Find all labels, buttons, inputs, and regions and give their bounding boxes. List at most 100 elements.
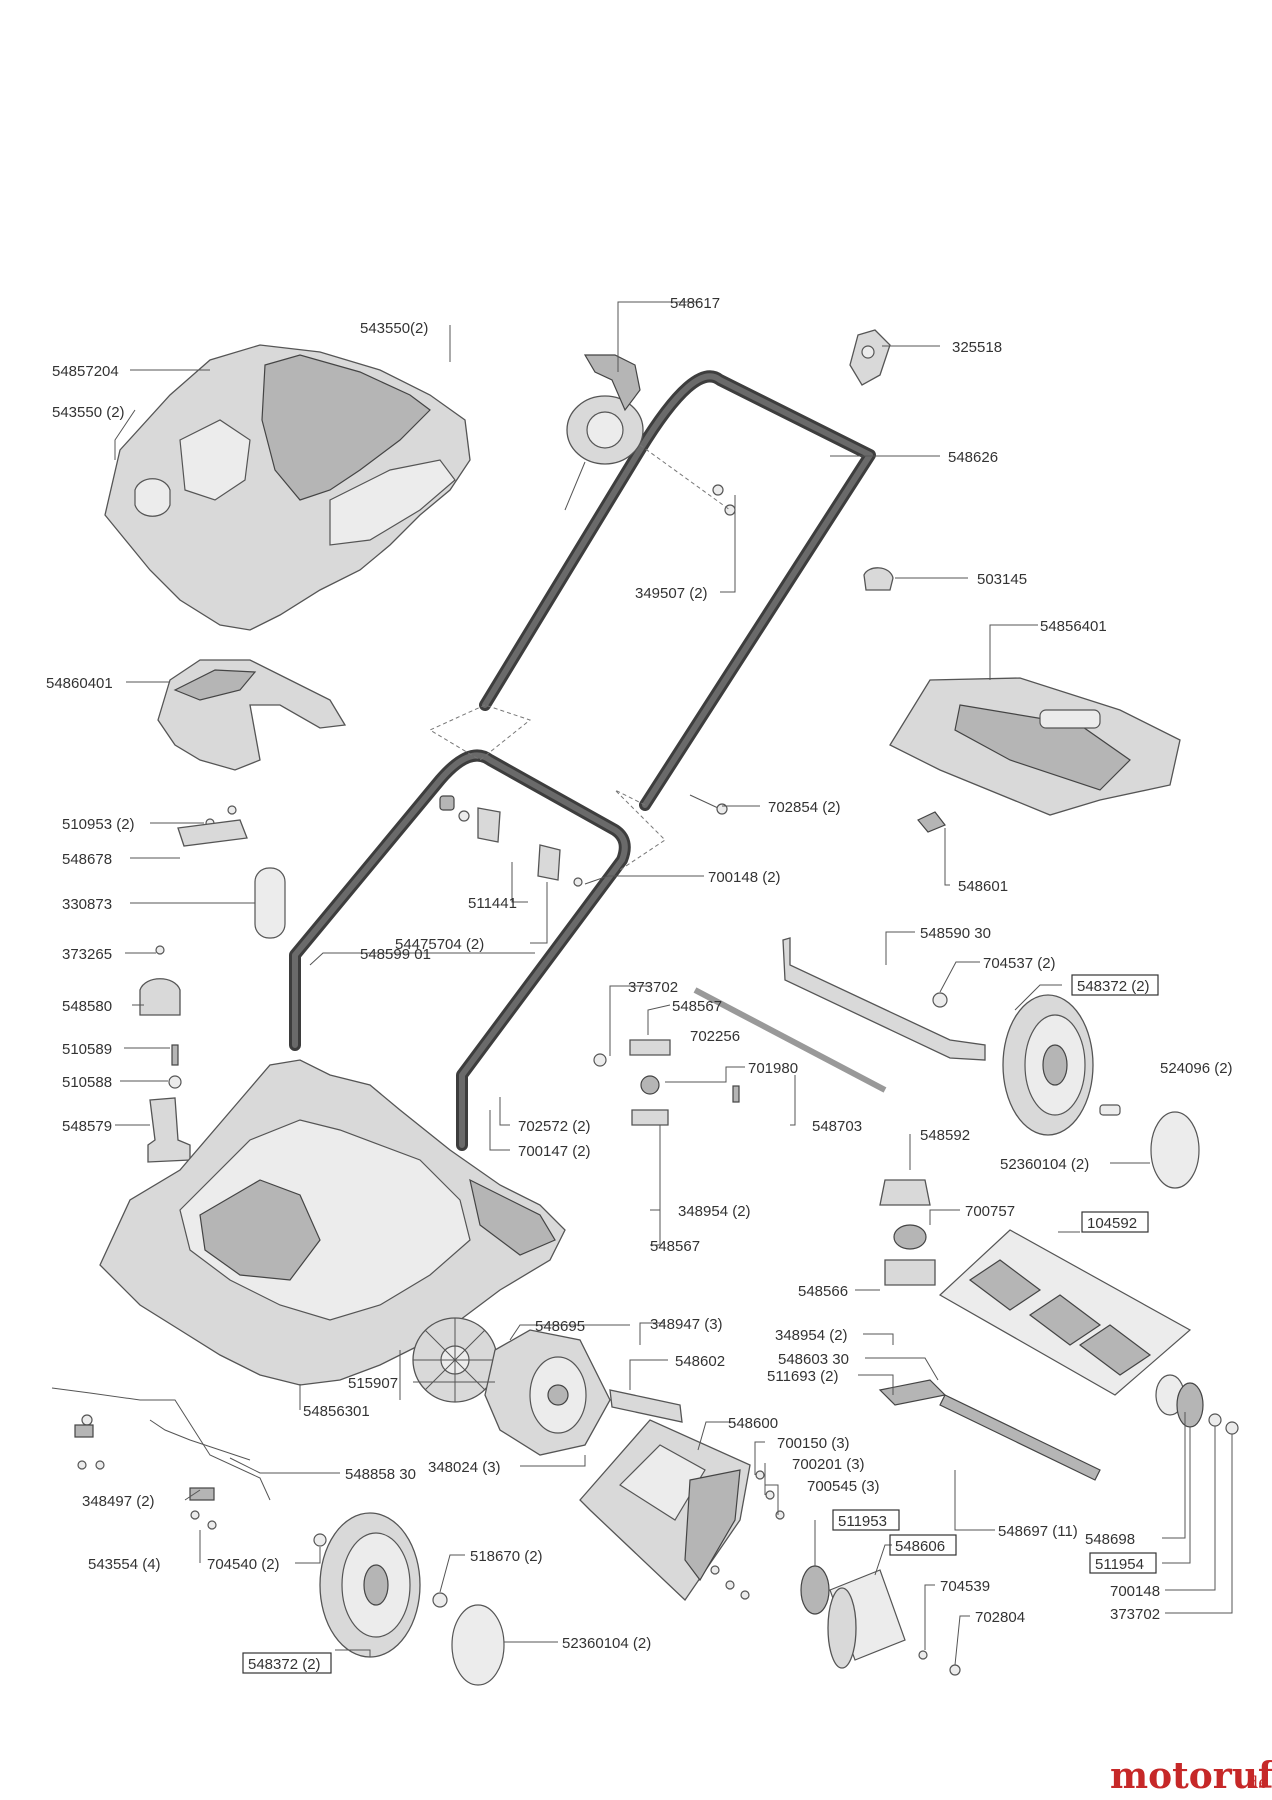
label-348497: 348497 (2) <box>82 1493 155 1510</box>
plate-part <box>878 1379 947 1406</box>
label-54857204: 54857204 <box>52 363 119 380</box>
label-704540: 704540 (2) <box>207 1556 280 1573</box>
label-548580: 548580 <box>62 998 112 1015</box>
label-54856301: 54856301 <box>303 1403 370 1420</box>
label-511954: 511954 <box>1095 1556 1144 1573</box>
wheel-pin-cap-right <box>1099 1104 1200 1189</box>
label-700150: 700150 (3) <box>777 1435 850 1452</box>
label-548600: 548600 <box>728 1415 778 1432</box>
label-700148-mid: 700148 (2) <box>708 869 781 886</box>
label-548579: 548579 <box>62 1118 112 1135</box>
label-104592: 104592 <box>1087 1215 1137 1232</box>
label-54475704: 54475704 (2) <box>395 936 484 953</box>
label-348954-mid: 348954 (2) <box>678 1203 751 1220</box>
label-548626: 548626 <box>948 449 998 466</box>
fan-impeller <box>412 1317 498 1403</box>
drive-cover <box>827 1569 961 1676</box>
label-548590: 548590 30 <box>920 925 991 942</box>
label-548567-bot: 548567 <box>650 1238 700 1255</box>
label-524096: 524096 (2) <box>1160 1060 1233 1077</box>
label-548603: 548603 30 <box>778 1351 849 1368</box>
label-704539: 704539 <box>940 1578 990 1595</box>
drive-gear <box>800 1565 830 1615</box>
label-700147: 700147 (2) <box>518 1143 591 1160</box>
label-52360104-bot: 52360104 (2) <box>562 1635 651 1652</box>
label-702572: 702572 (2) <box>518 1118 591 1135</box>
label-543550-top: 543550(2) <box>360 320 428 337</box>
watermark-brand: motoruf <box>1110 1755 1272 1797</box>
label-373702-mid: 373702 <box>628 979 678 996</box>
spring-part <box>917 811 946 833</box>
leader-lines <box>114 301 1233 1666</box>
latch-part <box>849 329 891 386</box>
bracket-part <box>609 1389 683 1423</box>
label-548606: 548606 <box>895 1538 945 1555</box>
clamp-part <box>863 567 894 591</box>
label-548372-bot: 548372 (2) <box>248 1656 321 1673</box>
rear-flap <box>889 677 1181 816</box>
motor-mount-plate <box>579 1419 751 1601</box>
label-348954-right: 348954 (2) <box>775 1327 848 1344</box>
watermark-tld: .de <box>1242 1773 1268 1793</box>
label-503145: 503145 <box>977 571 1027 588</box>
bolt-part <box>689 794 728 815</box>
right-wheel <box>1002 994 1094 1136</box>
front-wheel <box>319 1512 421 1658</box>
label-349507: 349507 (2) <box>635 585 708 602</box>
label-702804: 702804 <box>975 1609 1025 1626</box>
label-373702-right: 373702 <box>1110 1606 1160 1623</box>
label-548592: 548592 <box>920 1127 970 1144</box>
label-518670: 518670 (2) <box>470 1548 543 1565</box>
axle-shaft <box>593 987 887 1126</box>
cable-guide-part <box>157 659 347 771</box>
label-700545: 700545 (3) <box>807 1478 880 1495</box>
label-511441: 511441 <box>468 895 517 912</box>
label-373265: 373265 <box>62 946 112 963</box>
label-511693: 511693 (2) <box>767 1368 838 1385</box>
label-701980: 701980 <box>748 1060 798 1077</box>
label-548567-top: 548567 <box>672 998 722 1015</box>
label-548698: 548698 <box>1085 1531 1135 1548</box>
label-548858: 548858 30 <box>345 1466 416 1483</box>
label-330873: 330873 <box>62 896 112 913</box>
label-548601: 548601 <box>958 878 1008 895</box>
boxed-label-frames <box>242 974 1159 1674</box>
upper-handle <box>479 370 876 811</box>
label-348947: 348947 (3) <box>650 1316 723 1333</box>
label-548703: 548703 <box>812 1118 862 1135</box>
part-labels: 548617 325518 543550(2) 54857204 543550 … <box>46 295 1233 1673</box>
label-54856401: 54856401 <box>1040 618 1107 635</box>
label-702854: 702854 (2) <box>768 799 841 816</box>
label-548566: 548566 <box>798 1283 848 1300</box>
label-510953: 510953 (2) <box>62 816 135 833</box>
label-325518: 325518 <box>952 339 1002 356</box>
label-704537: 704537 (2) <box>983 955 1056 972</box>
label-700148-right: 700148 <box>1110 1583 1160 1600</box>
label-548697: 548697 (11) <box>998 1523 1078 1540</box>
deck-housing <box>99 1059 566 1386</box>
label-548602: 548602 <box>675 1353 725 1370</box>
roller-tines <box>939 1394 1101 1481</box>
handle-fittings <box>439 795 583 887</box>
label-510589: 510589 <box>62 1041 112 1058</box>
motor-cover <box>104 344 471 631</box>
wheel-spacer-cap-front <box>432 1592 505 1686</box>
label-548617: 548617 <box>670 295 720 312</box>
label-543554: 543554 (4) <box>88 1556 161 1573</box>
bearing-bracket <box>879 1179 936 1286</box>
label-348024: 348024 (3) <box>428 1459 501 1476</box>
lower-handle <box>289 749 631 1151</box>
left-switch-parts <box>139 805 286 1163</box>
washer-hardware <box>710 1470 785 1600</box>
label-702256: 702256 <box>690 1028 740 1045</box>
right-gear-stack <box>1155 1374 1239 1435</box>
label-548372-right: 548372 (2) <box>1077 978 1150 995</box>
front-axle <box>51 1387 327 1547</box>
label-700201: 700201 (3) <box>792 1456 865 1473</box>
motoruf-watermark-logo: motoruf .de <box>1110 1755 1272 1797</box>
label-700757: 700757 <box>965 1203 1015 1220</box>
label-515907: 515907 <box>348 1375 398 1392</box>
label-548678: 548678 <box>62 851 112 868</box>
label-52360104-right: 52360104 (2) <box>1000 1156 1089 1173</box>
